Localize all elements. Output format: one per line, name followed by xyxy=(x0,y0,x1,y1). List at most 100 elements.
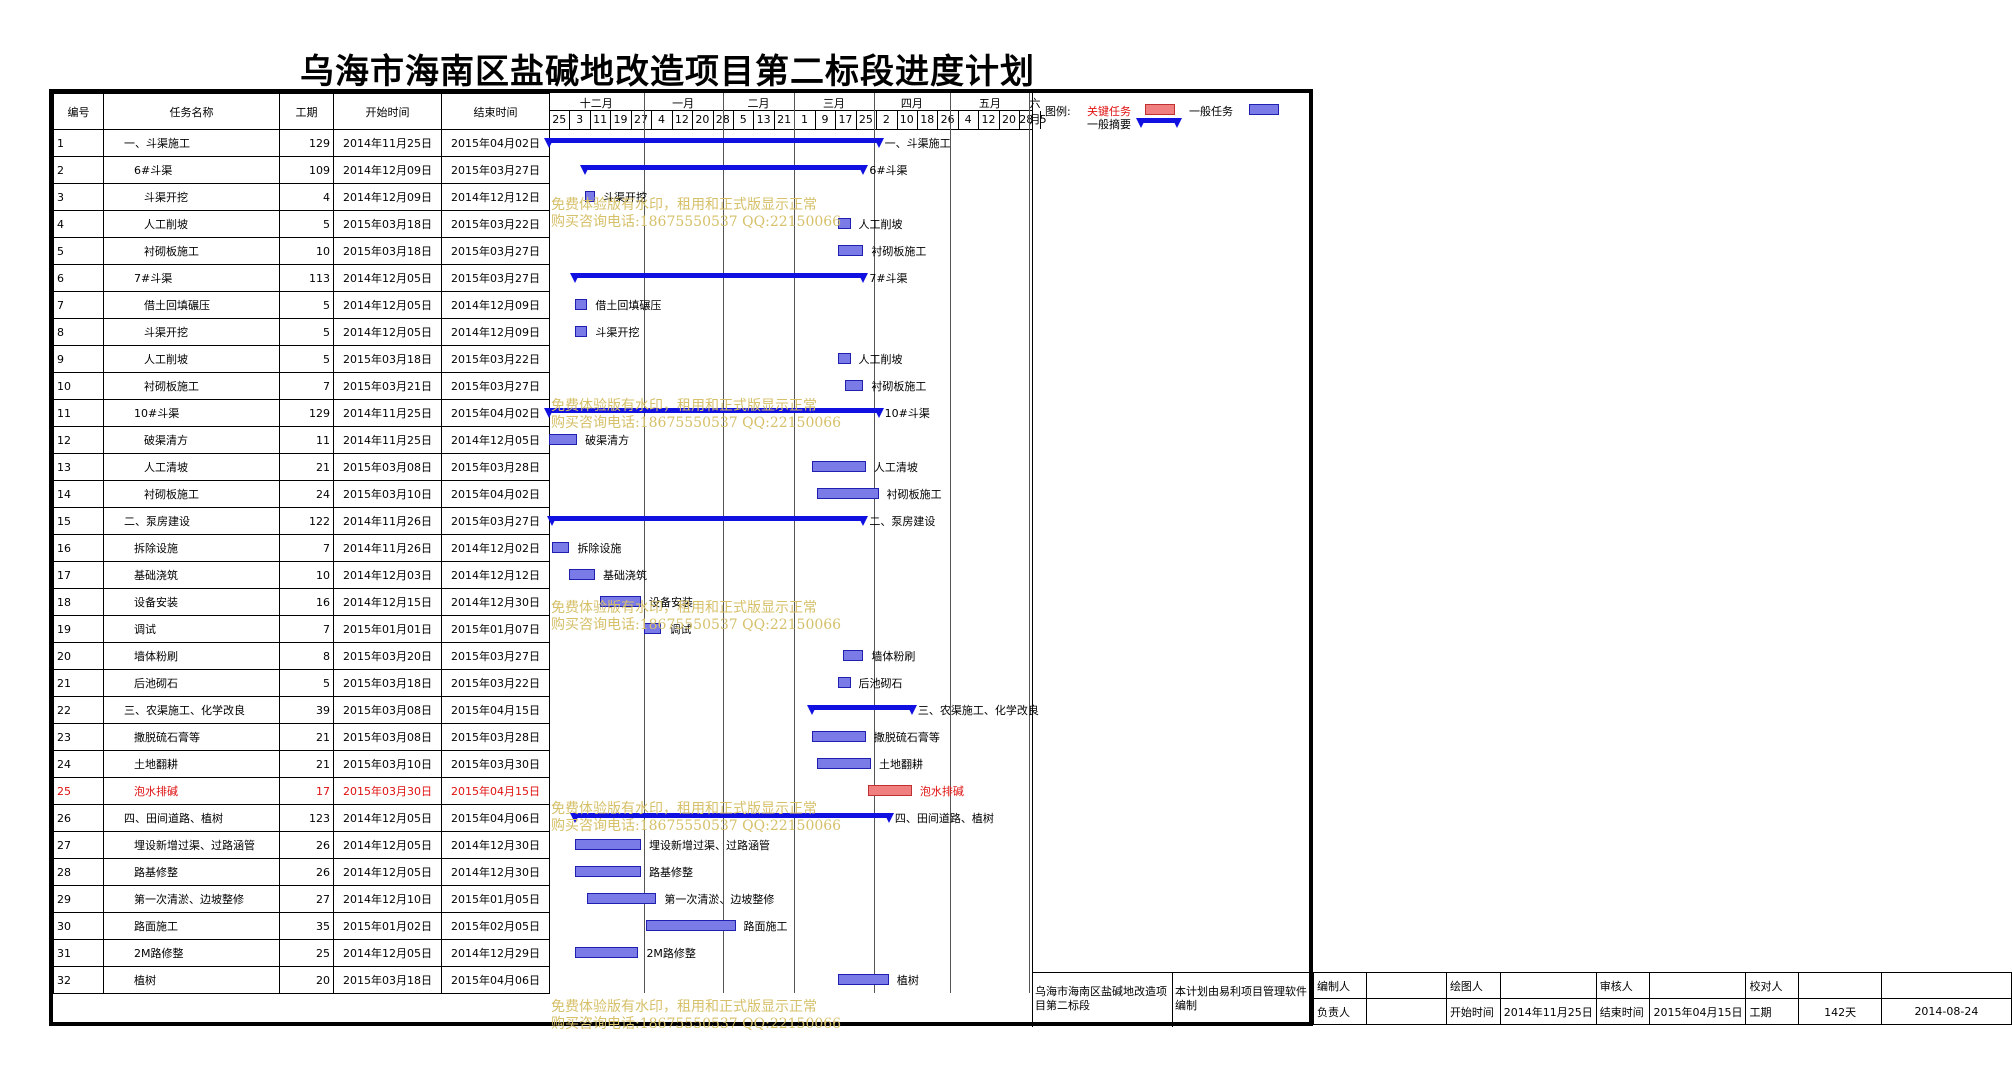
task-duration: 27 xyxy=(279,885,334,913)
drafter-value xyxy=(1499,972,1597,999)
week-tick xyxy=(1039,111,1041,129)
task-name: 土地翻耕 xyxy=(103,750,280,778)
task-name: 设备安装 xyxy=(103,588,280,616)
legend-critical-label: 关键任务 xyxy=(1087,105,1131,118)
task-id: 26 xyxy=(53,804,104,832)
owner-label: 负责人 xyxy=(1313,998,1367,1025)
task-start: 2015年03月18日 xyxy=(333,966,442,994)
task-start: 2015年03月08日 xyxy=(333,453,442,481)
task-name: 斗渠开挖 xyxy=(103,183,280,211)
task-end: 2015年03月27日 xyxy=(441,156,550,184)
month-gridline xyxy=(1029,93,1031,993)
bar-label: 土地翻耕 xyxy=(879,758,923,771)
task-bar xyxy=(584,191,595,202)
task-duration: 5 xyxy=(279,669,334,697)
week-tick xyxy=(937,111,939,129)
task-end: 2015年04月02日 xyxy=(441,129,550,157)
task-end: 2014年12月12日 xyxy=(441,183,550,211)
task-name: 路面施工 xyxy=(103,912,280,940)
summary-bar xyxy=(569,273,869,283)
summary-bar xyxy=(544,408,884,418)
task-end: 2015年03月22日 xyxy=(441,345,550,373)
task-start: 2014年12月10日 xyxy=(333,885,442,913)
task-end: 2014年12月12日 xyxy=(441,561,550,589)
week-label: 2 xyxy=(882,113,890,126)
bar-label: 三、农渠施工、化学改良 xyxy=(917,704,1039,717)
week-tick xyxy=(896,111,898,129)
start-value: 2014年11月25日 xyxy=(1499,998,1597,1025)
watermark: 免费体验版有水印，租用和正式版显示正常购买咨询电话:18675550537 QQ… xyxy=(551,398,842,431)
task-duration: 129 xyxy=(279,399,334,427)
task-bar xyxy=(574,947,639,958)
header-divider xyxy=(549,110,1032,111)
week-label: 5 xyxy=(1039,113,1047,126)
footer-table: 编制人 绘图人 审核人 校对人 负责人 开始时间 2014年11月25日 结束时… xyxy=(1313,972,2012,1025)
task-duration: 39 xyxy=(279,696,334,724)
task-start: 2015年03月10日 xyxy=(333,750,442,778)
task-end: 2015年02月05日 xyxy=(441,912,550,940)
bar-label: 泡水排碱 xyxy=(919,785,964,798)
task-end: 2014年12月29日 xyxy=(441,939,550,967)
col-duration-header: 工期 xyxy=(279,93,334,130)
task-start: 2014年12月05日 xyxy=(333,318,442,346)
week-label: 17 xyxy=(838,113,853,126)
task-end: 2014年12月09日 xyxy=(441,318,550,346)
task-id: 32 xyxy=(53,966,104,994)
month-gridline xyxy=(794,93,796,993)
week-label: 21 xyxy=(777,113,792,126)
task-id: 13 xyxy=(53,453,104,481)
task-id: 23 xyxy=(53,723,104,751)
task-name: 借土回填碾压 xyxy=(103,291,280,319)
task-bar xyxy=(812,461,866,472)
task-duration: 20 xyxy=(279,966,334,994)
task-table-header: 编号 任务名称 工期 开始时间 结束时间 xyxy=(53,93,550,130)
task-duration: 113 xyxy=(279,264,334,292)
task-end: 2015年03月22日 xyxy=(441,669,550,697)
task-end: 2015年01月07日 xyxy=(441,615,550,643)
week-tick xyxy=(814,111,816,129)
task-bar xyxy=(837,218,851,229)
month-label: 十二月 xyxy=(579,97,613,110)
task-name: 二、泵房建设 xyxy=(103,507,280,535)
task-bar xyxy=(817,488,879,499)
week-tick xyxy=(917,111,918,129)
task-name: 泡水排碱 xyxy=(103,777,280,805)
task-start: 2015年03月20日 xyxy=(333,642,442,670)
task-duration: 5 xyxy=(279,210,334,238)
task-name: 基础浇筑 xyxy=(103,561,280,589)
bar-label: 埋设新增过渠、过路涵管 xyxy=(649,839,770,852)
